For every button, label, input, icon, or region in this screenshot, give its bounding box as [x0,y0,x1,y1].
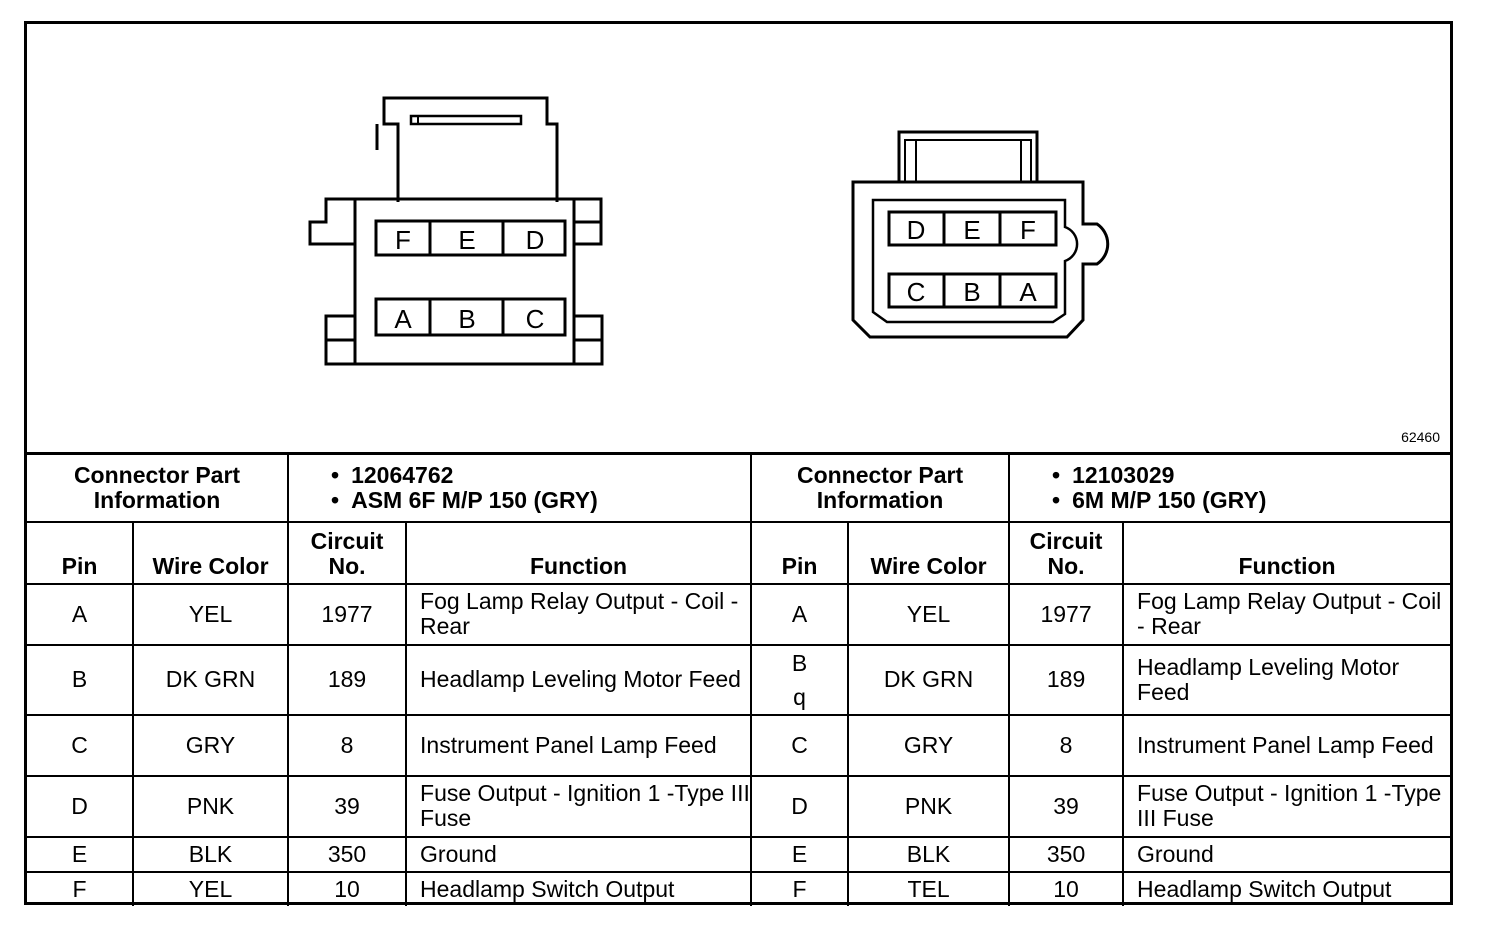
connector-pinout-table: Connector Part Information 12064762 ASM … [27,452,1451,906]
right-function: Ground [1122,835,1451,873]
left-part-description: ASM 6F M/P 150 (GRY) [331,487,750,513]
left-pin-label-e: E [458,225,475,255]
right-function: Headlamp Switch Output [1122,870,1451,906]
table-row: C GRY 8 Instrument Panel Lamp Feed C GRY… [27,713,1451,777]
right-header-function: Function [1122,520,1451,585]
left-pin-label-d: D [526,225,545,255]
right-circuit-no: 350 [1008,835,1125,873]
left-wire-color: YEL [131,582,290,646]
left-function: Fuse Output - Ignition 1 -Type III Fuse [405,774,753,838]
left-pin-label-b: B [458,304,475,334]
right-pin-label-e: E [963,215,980,245]
left-circuit-no: 189 [287,643,408,716]
table-row: D PNK 39 Fuse Output - Ignition 1 -Type … [27,774,1451,838]
left-header-circuit-no: Circuit No. [287,520,408,585]
right-wire-color: YEL [847,582,1011,646]
right-pin: A [750,582,850,646]
left-circuit-no: 10 [287,870,408,906]
column-header-row: Pin Wire Color Circuit No. Function Pin … [27,520,1451,585]
right-pin-label-c: C [907,277,926,307]
left-info-title: Connector Part Information [27,452,290,523]
right-circuit-no: 1977 [1008,582,1125,646]
left-part-info: 12064762 ASM 6F M/P 150 (GRY) [287,452,753,523]
right-part-number: 12103029 [1052,462,1450,488]
left-circuit-no: 350 [287,835,408,873]
right-wire-color: DK GRN [847,643,1011,716]
left-wire-color: PNK [131,774,290,838]
right-pin-letter: B [791,649,808,676]
left-wire-color: YEL [131,870,290,906]
right-pin: C [750,713,850,777]
right-part-info: 12103029 6M M/P 150 (GRY) [1008,452,1451,523]
left-pin: C [27,713,134,777]
left-part-number: 12064762 [331,462,750,488]
left-wire-color: BLK [131,835,290,873]
left-pin: A [27,582,134,646]
right-pin-label-a: A [1019,277,1037,307]
left-function: Headlamp Leveling Motor Feed [405,643,753,716]
left-pin-label-c: C [526,304,545,334]
left-circuit-no: 1977 [287,582,408,646]
right-circuit-no: 189 [1008,643,1125,716]
left-connector [308,96,604,366]
right-function: Fog Lamp Relay Output - Coil - Rear [1122,582,1451,646]
diagram-frame: F E D A B C [24,21,1453,906]
right-pin-extra: q [793,683,806,710]
left-function: Fog Lamp Relay Output - Coil - Rear [405,582,753,646]
right-header-circuit-no: Circuit No. [1008,520,1125,585]
left-circuit-no: 8 [287,713,408,777]
right-function: Instrument Panel Lamp Feed [1122,713,1451,777]
right-wire-color: GRY [847,713,1011,777]
left-function: Ground [405,835,753,873]
right-circuit-no: 8 [1008,713,1125,777]
right-pin: D [750,774,850,838]
right-pin-label-f: F [1020,215,1036,245]
right-function: Headlamp Leveling Motor Feed [1122,643,1451,716]
left-wire-color: GRY [131,713,290,777]
left-header-wire-color: Wire Color [131,520,290,585]
right-pin: F [750,870,850,906]
left-pin: F [27,870,134,906]
right-pin: B q [750,643,850,716]
left-function: Instrument Panel Lamp Feed [405,713,753,777]
right-part-description: 6M M/P 150 (GRY) [1052,487,1450,513]
right-pin: E [750,835,850,873]
table-row: E BLK 350 Ground E BLK 350 Ground [27,835,1451,873]
left-pin: E [27,835,134,873]
right-wire-color: BLK [847,835,1011,873]
right-header-wire-color: Wire Color [847,520,1011,585]
left-header-pin: Pin [27,520,134,585]
left-header-function: Function [405,520,753,585]
right-circuit-no: 39 [1008,774,1125,838]
left-pin-label-f: F [395,225,411,255]
right-pin-label-b: B [963,277,980,307]
table-row: B DK GRN 189 Headlamp Leveling Motor Fee… [27,643,1451,716]
connector-info-row: Connector Part Information 12064762 ASM … [27,452,1451,523]
table-row: F YEL 10 Headlamp Switch Output F TEL 10… [27,870,1451,906]
right-circuit-no: 10 [1008,870,1125,906]
left-wire-color: DK GRN [131,643,290,716]
right-wire-color: PNK [847,774,1011,838]
right-info-title: Connector Part Information [750,452,1011,523]
connector-drawing-area: F E D A B C [27,24,1450,452]
left-function: Headlamp Switch Output [405,870,753,906]
left-pin: B [27,643,134,716]
table-row: A YEL 1977 Fog Lamp Relay Output - Coil … [27,582,1451,646]
connector-diagrams: F E D A B C [308,96,1110,366]
left-circuit-no: 39 [287,774,408,838]
right-wire-color: TEL [847,870,1011,906]
right-connector [851,130,1110,339]
right-function: Fuse Output - Ignition 1 -Type III Fuse [1122,774,1451,838]
left-pin: D [27,774,134,838]
right-pin-label-d: D [907,215,926,245]
figure-id: 62460 [1401,429,1440,445]
left-pin-label-a: A [394,304,412,334]
right-header-pin: Pin [750,520,850,585]
